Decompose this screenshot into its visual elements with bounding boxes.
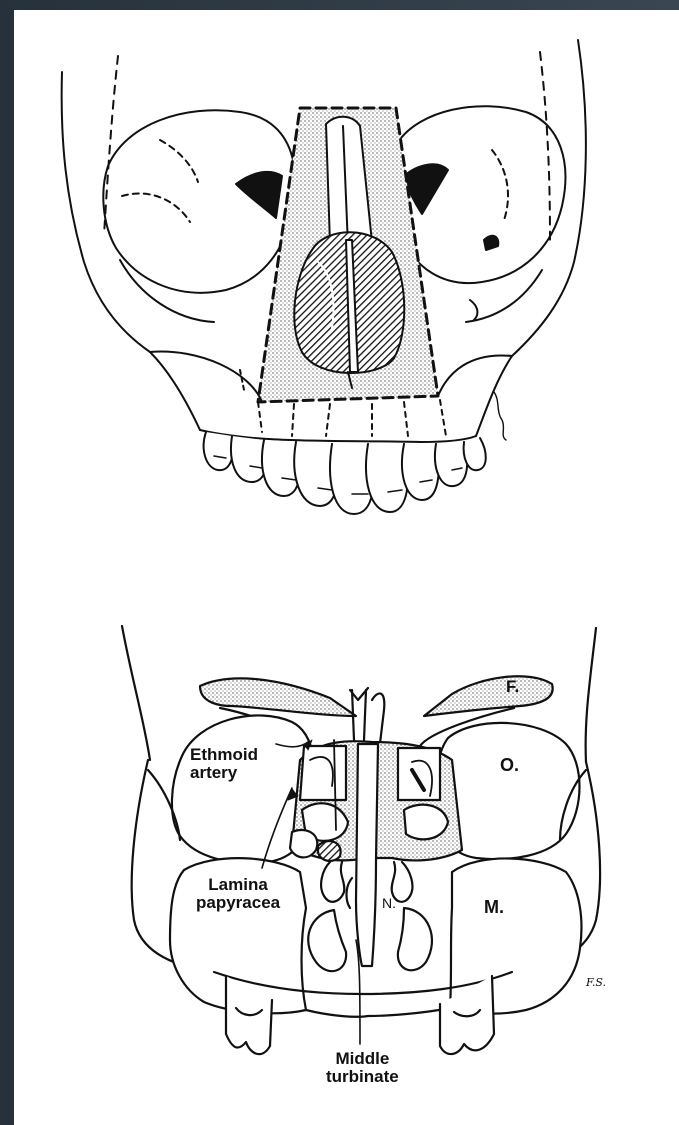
label-ethmoid-artery: Ethmoid artery xyxy=(190,746,258,782)
right-frontal-sinus xyxy=(424,676,553,716)
left-uncinate-cells xyxy=(290,830,317,857)
coronal-section-drawing xyxy=(122,626,600,1054)
label-maxillary-sinus: M. xyxy=(484,898,504,917)
left-orbit-fissure xyxy=(236,172,282,218)
label-middle-turbinate: Middle turbinate xyxy=(326,1050,399,1086)
upper-teeth xyxy=(204,432,486,514)
label-orbit: O. xyxy=(500,756,519,775)
skull-left-outline xyxy=(62,72,200,430)
label-middle-line1: Middle xyxy=(326,1050,399,1068)
temporal-right xyxy=(540,52,550,240)
nasal-septum-section xyxy=(356,744,378,966)
label-ethmoid-line1: Ethmoid xyxy=(190,746,258,764)
label-frontal-sinus: F. xyxy=(506,678,519,696)
label-turbinate-line2: turbinate xyxy=(326,1068,399,1086)
left-middle-turbinate xyxy=(321,862,344,902)
small-signature-mark xyxy=(494,392,506,440)
left-frontal-sinus xyxy=(200,678,356,716)
label-papyracea-line2: papyracea xyxy=(196,894,280,912)
frontal-skull-drawing xyxy=(62,40,586,514)
right-inferior-turbinate xyxy=(398,908,432,970)
cranial-outline-left xyxy=(122,626,150,760)
label-artery-line2: artery xyxy=(190,764,258,782)
label-lamina-line1: Lamina xyxy=(196,876,280,894)
artist-signature: F.S. xyxy=(586,976,606,989)
label-nasal-cavity: N. xyxy=(382,896,396,911)
cranial-outline-right xyxy=(586,628,596,762)
left-inferior-turbinate xyxy=(308,910,346,971)
label-lamina-papyracea: Lamina papyracea xyxy=(196,876,280,912)
temporal-left xyxy=(104,56,118,235)
